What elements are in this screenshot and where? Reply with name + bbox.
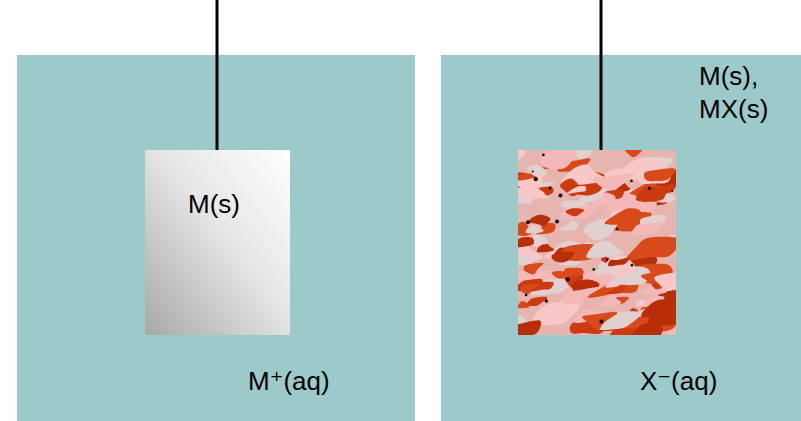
texture-patch (582, 312, 617, 330)
texture-dot (630, 180, 633, 183)
texture-patch (592, 192, 616, 205)
texture-dot (648, 187, 651, 190)
texture-patch (586, 241, 624, 259)
wire-line (600, 0, 603, 150)
texture-patch (625, 160, 647, 172)
wire-line (216, 0, 219, 150)
solution-beaker: M(s), MX(s) X⁻(aq) (441, 55, 801, 421)
texture-patch (518, 237, 534, 248)
texture-patch (518, 177, 543, 189)
lead-wire (17, 0, 415, 150)
texture-dot (549, 186, 552, 189)
texture-patch (563, 268, 584, 277)
texture-patch (644, 168, 676, 181)
metal-electrode: M(s) (145, 150, 290, 335)
texture-patch (551, 251, 574, 262)
texture-dot (616, 228, 619, 231)
coated-electrode: M(s), MX(s) (518, 150, 676, 335)
texture-patch (527, 297, 548, 306)
texture-patch (559, 220, 578, 230)
texture-dot (631, 264, 634, 267)
texture-patch (605, 208, 642, 225)
solution-label: M⁺(aq) (248, 365, 330, 398)
texture-patch (636, 182, 676, 201)
texture-patch (565, 208, 584, 216)
metal-plate (145, 150, 290, 335)
texture-patch (630, 323, 663, 335)
texture-patch (668, 329, 676, 335)
texture-dot (671, 190, 673, 192)
texture-dot (525, 294, 528, 297)
texture-patch (526, 226, 544, 234)
texture-patch (518, 255, 532, 266)
texture-patch (593, 173, 634, 190)
salt-coating (518, 150, 676, 335)
texture-dot (606, 259, 609, 262)
texture-patch (531, 282, 554, 292)
texture-dot (592, 268, 595, 271)
texture-patch (654, 271, 676, 290)
texture-patch (561, 200, 575, 207)
electrode-label: M(s) (188, 188, 240, 221)
texture-dot (534, 177, 538, 181)
texture-dot (532, 170, 534, 172)
metal-surface (145, 150, 290, 335)
texture-patch (600, 294, 622, 306)
texture-patch (518, 150, 526, 159)
texture-patch (537, 244, 554, 252)
texture-dot (526, 220, 530, 224)
texture-patch (561, 287, 600, 305)
texture-patch (625, 150, 646, 157)
texture-dot (599, 320, 603, 324)
electrode-label: M(s), MX(s) (699, 60, 783, 125)
solution-label: X⁻(aq) (640, 365, 717, 398)
texture-patch (540, 150, 577, 169)
texture-dot (542, 154, 545, 157)
texture-patch (539, 187, 554, 196)
texture-dot (555, 219, 559, 223)
texture-patch (567, 186, 587, 194)
solution-beaker: M(s) M⁺(aq) (17, 55, 415, 421)
texture-patch (608, 258, 629, 266)
texture-patch (607, 256, 636, 275)
texture-patch (626, 237, 676, 261)
texture-patch (660, 158, 673, 165)
texture-dot (566, 277, 570, 281)
texture-patch (632, 222, 663, 235)
texture-patch (648, 310, 676, 326)
texture-dot (558, 193, 562, 197)
texture-patch (518, 320, 541, 335)
texture-dot (545, 299, 548, 302)
